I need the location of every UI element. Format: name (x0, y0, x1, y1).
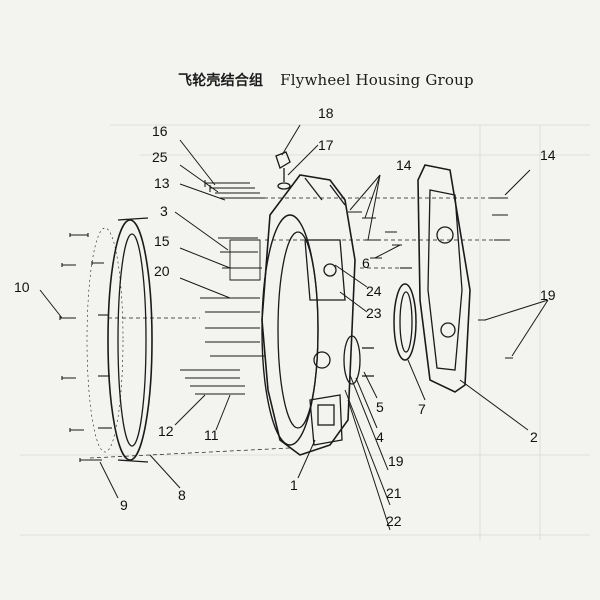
breather-parts-17-18 (275, 151, 291, 190)
callout-25: 25 (152, 149, 168, 165)
alignment-lines (89, 197, 495, 459)
callout-6: 6 (362, 255, 370, 271)
small-plate-parts-4-5 (343, 335, 374, 385)
left-bolts (59, 233, 112, 462)
callout-22: 22 (386, 513, 402, 529)
callout-9: 9 (120, 497, 128, 513)
cover-plate-part-2 (417, 164, 471, 393)
callout-18: 18 (318, 105, 334, 121)
callout-1: 1 (290, 477, 298, 493)
callout-23: 23 (366, 305, 382, 321)
callout-19-right: 19 (540, 287, 556, 303)
callout-15: 15 (154, 233, 170, 249)
housing-bolts (180, 180, 265, 395)
leader-lines (39, 124, 549, 531)
diagram-title: 飞轮壳结合组 Flywheel Housing Group (178, 70, 474, 90)
callout-3: 3 (160, 203, 168, 219)
callout-7: 7 (418, 401, 426, 417)
callout-17: 17 (318, 137, 334, 153)
callout-16: 16 (152, 123, 168, 139)
callout-20: 20 (154, 263, 170, 279)
title-english: Flywheel Housing Group (280, 71, 474, 89)
callout-24: 24 (366, 283, 382, 299)
callout-2: 2 (530, 429, 538, 445)
callout-12: 12 (158, 423, 174, 439)
callout-labels: 1 2 3 4 5 6 7 8 9 10 11 12 13 14 14 15 1… (14, 105, 556, 529)
flywheel-housing-part-1 (261, 174, 356, 456)
callout-10: 10 (14, 279, 30, 295)
title-chinese: 飞轮壳结合组 (178, 73, 264, 89)
callout-4: 4 (376, 429, 384, 445)
callout-14-left: 14 (396, 157, 412, 173)
oil-seal-part-7 (393, 283, 417, 361)
flange-ring-part-8 (86, 217, 153, 463)
callout-13: 13 (154, 175, 170, 191)
callout-19-lower: 19 (388, 453, 404, 469)
callout-11: 11 (204, 427, 219, 443)
right-bolts (348, 197, 513, 359)
callout-21: 21 (386, 485, 402, 501)
background-table-ghost (20, 124, 590, 540)
callout-8: 8 (178, 487, 186, 503)
callout-5: 5 (376, 399, 384, 415)
callout-14-right: 14 (540, 147, 556, 163)
